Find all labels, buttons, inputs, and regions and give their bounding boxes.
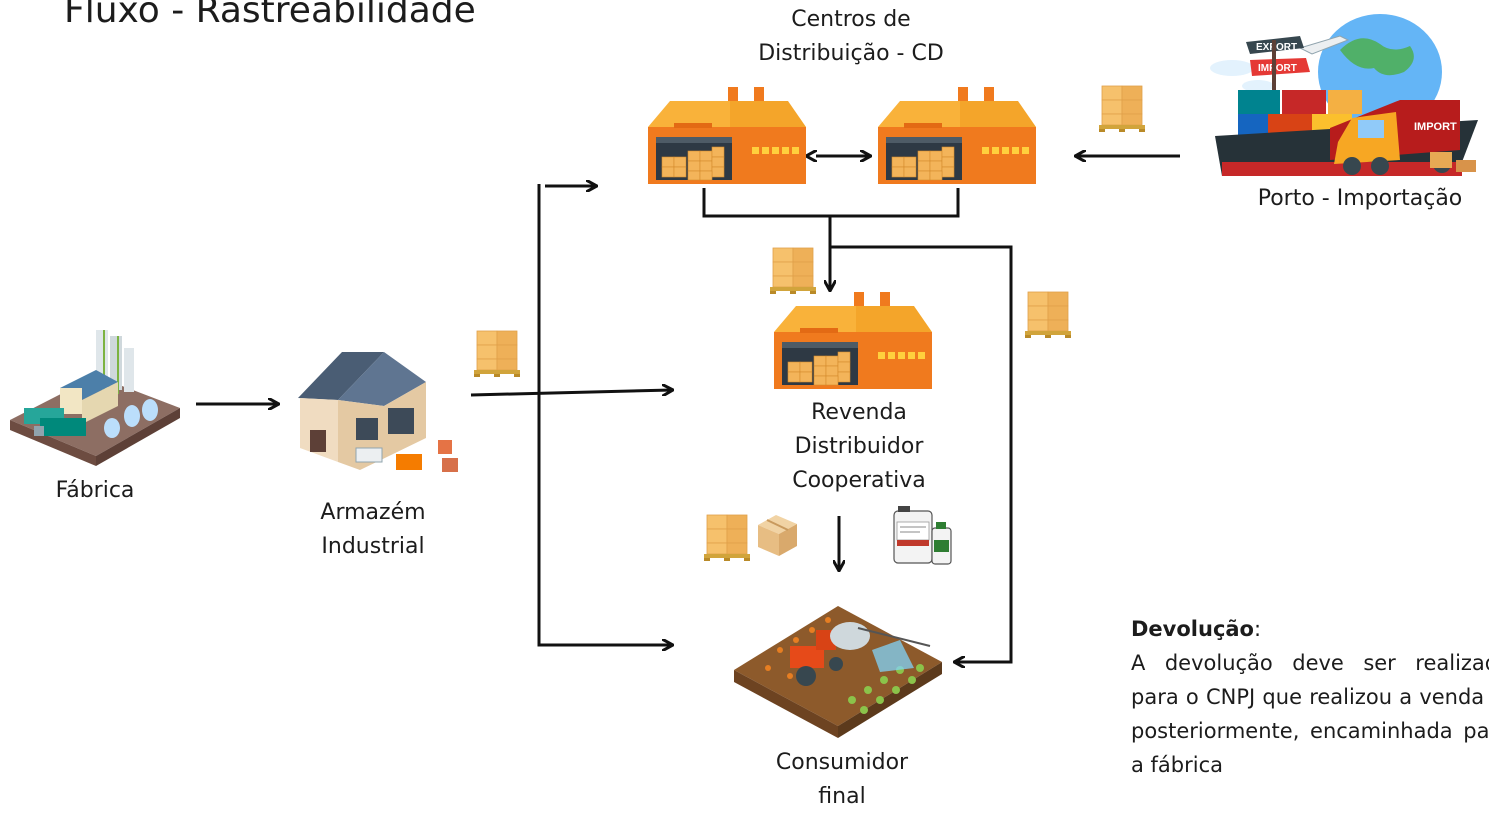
cd-to-consumidor-line [830, 245, 1013, 662]
revenda-warehouse-icon [773, 291, 933, 390]
fabrica-label: Fábrica [55, 478, 135, 503]
farm-consumer-icon [734, 606, 942, 738]
connectors [196, 156, 1180, 662]
pallet-icon-armazem [473, 330, 521, 378]
pallet-icon-direct [1024, 291, 1072, 339]
export-sign: EXPORT [1256, 42, 1297, 53]
port-import-icon: EXPORT IMPORT IMPORT [1210, 14, 1478, 176]
devolucao-note: Devolução: A devolução deve ser realizad… [1131, 612, 1489, 802]
devolucao-heading: Devolução [1131, 617, 1254, 641]
agrochemical-bottles-icon [893, 506, 952, 565]
cd-warehouse-icon-right [877, 86, 1037, 185]
cd-merge-bracket [702, 188, 960, 218]
porto-label: Porto - Importação [1257, 186, 1463, 211]
armazem-warehouse-icon [298, 352, 458, 472]
pallet-icon-revenda [703, 514, 751, 562]
truck-import-sign: IMPORT [1414, 121, 1457, 133]
factory-icon [10, 330, 180, 466]
armazem-branch-vertical [537, 184, 672, 645]
devolucao-colon: : [1254, 617, 1262, 641]
devolucao-text: A devolução deve ser realizada para o CN… [1131, 651, 1489, 777]
pallet-icon-porto [1098, 85, 1146, 133]
cd-label: Centros de Distribuição - CD [758, 7, 944, 66]
consumidor-label: Consumidor final [775, 750, 909, 809]
cd-warehouse-icon-left [647, 86, 807, 185]
pallet-icon-cd [769, 247, 817, 295]
revenda-label: Revenda Distribuidor Cooperativa [792, 400, 926, 493]
arrow-armazem-to-revenda [470, 390, 672, 397]
box-icon [758, 515, 797, 556]
import-sign: IMPORT [1258, 63, 1297, 74]
armazem-label: Armazém Industrial [320, 500, 426, 559]
page-title: Fluxo - Rastreabilidade [64, 0, 476, 31]
